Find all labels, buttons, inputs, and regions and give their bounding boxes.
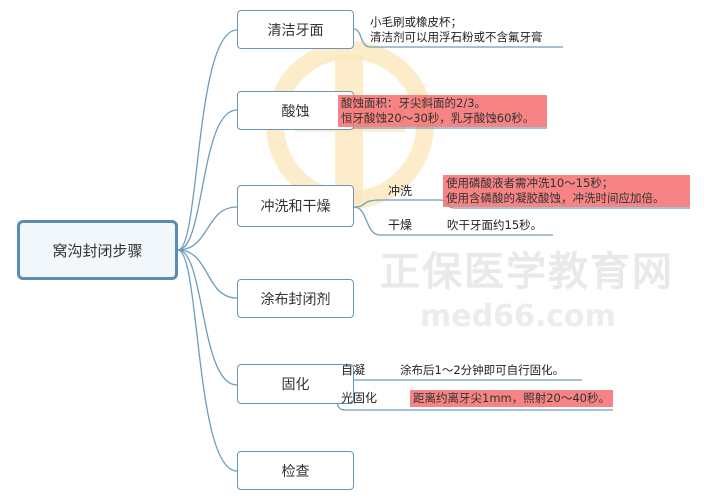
acid-etch-note: 酸蚀面积：牙尖斜面的2/3。 恒牙酸蚀20～30秒，乳牙酸蚀60秒。	[338, 95, 547, 127]
note-line: 清洁剂可以用浮石粉或不含氟牙膏	[370, 30, 543, 44]
step-clean-teeth[interactable]: 清洁牙面	[237, 10, 354, 49]
note-line: 使用含磷酸的凝胶酸蚀，冲洗时间应加倍。	[446, 191, 665, 205]
step-apply-sealant[interactable]: 涂布封闭剂	[237, 279, 354, 318]
self-cure-label[interactable]: 自凝	[341, 363, 366, 377]
note-line: 小毛刷或橡皮杯；	[370, 15, 462, 29]
step-check[interactable]: 检查	[237, 451, 354, 490]
step-cure[interactable]: 固化	[237, 364, 354, 404]
root-node[interactable]: 窝沟封闭步骤	[17, 220, 178, 280]
clean-note: 小毛刷或橡皮杯； 清洁剂可以用浮石粉或不含氟牙膏	[370, 15, 543, 45]
self-cure-note: 涂布后1～2分钟即可自行固化。	[400, 363, 565, 377]
dry-label[interactable]: 干燥	[388, 218, 413, 232]
rinse-note: 使用磷酸液者需冲洗10～15秒； 使用含磷酸的凝胶酸蚀，冲洗时间应加倍。	[443, 175, 690, 207]
step-rinse-dry[interactable]: 冲洗和干燥	[237, 185, 354, 227]
light-cure-note: 距离约离牙尖1mm，照射20～40秒。	[410, 390, 613, 407]
rinse-label[interactable]: 冲洗	[388, 184, 413, 198]
note-line: 使用磷酸液者需冲洗10～15秒；	[446, 176, 614, 190]
note-line: 酸蚀面积：牙尖斜面的2/3。	[341, 96, 487, 110]
step-acid-etch[interactable]: 酸蚀	[237, 91, 354, 130]
light-cure-label[interactable]: 光固化	[341, 391, 378, 405]
dry-note: 吹干牙面约15秒。	[447, 218, 543, 232]
note-line: 恒牙酸蚀20～30秒，乳牙酸蚀60秒。	[341, 111, 535, 125]
